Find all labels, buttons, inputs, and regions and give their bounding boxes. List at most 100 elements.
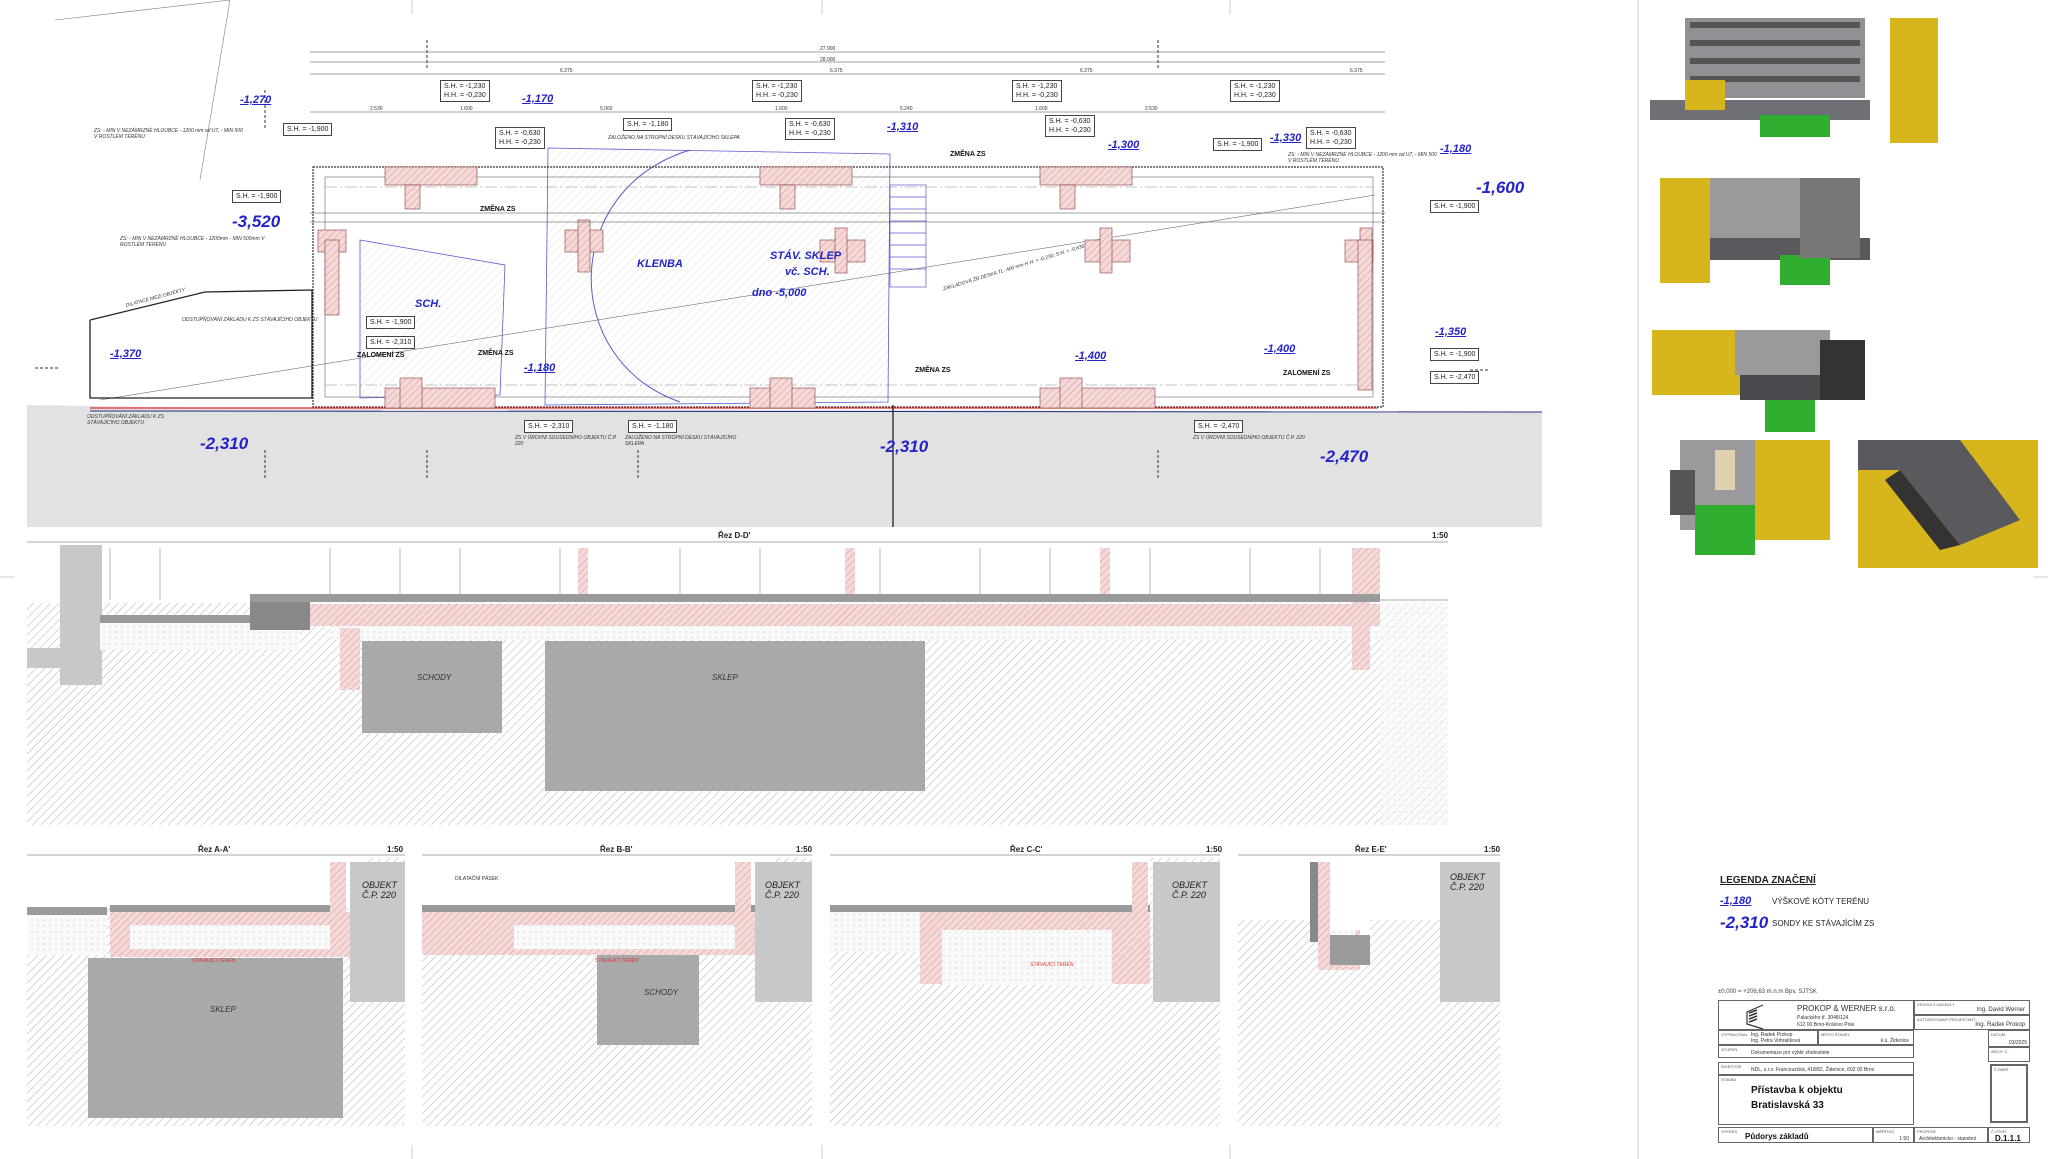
overall-dimension: 27.900 bbox=[820, 46, 836, 52]
bay-dimension: 6.375 bbox=[560, 68, 573, 74]
footing-pads bbox=[317, 166, 1374, 409]
section-bb-drawing bbox=[422, 854, 812, 1126]
section-dd-scale: 1:50 bbox=[1432, 531, 1449, 540]
level-box-line: S.H. = -1,180 bbox=[627, 121, 669, 128]
terrain-level: -1,270 bbox=[240, 94, 272, 106]
datum-note: ±0,000 = +206,63 m.n.m Bpv, SJTSK bbox=[1718, 989, 1817, 995]
terrain-level: -1,370 bbox=[110, 348, 142, 360]
level-box: S.H. = -1,900 bbox=[1430, 348, 1480, 361]
existing-cellar-area bbox=[544, 147, 891, 406]
terrain-level: -1,400 bbox=[1264, 343, 1296, 355]
terrain-level: -1,350 bbox=[1435, 326, 1467, 338]
probe-level: -2,310 bbox=[880, 437, 929, 456]
designer-label: AUTORIZOVANÝ PROJEKTANT bbox=[1917, 1017, 1976, 1022]
overall-dimension: 28.000 bbox=[820, 57, 836, 63]
level-box-line: S.H. = -1,900 bbox=[370, 319, 412, 326]
section-dd-label: SCHODY bbox=[417, 673, 452, 682]
foundation-change-label: ZMĚNA ZS bbox=[478, 350, 514, 357]
section-cc-object: OBJEKT Č.P. 220 bbox=[1172, 880, 1208, 900]
terrain-level: -1,310 bbox=[887, 121, 919, 133]
level-box: S.H. = -1,180 bbox=[623, 118, 673, 131]
level-box-line: S.H. = -2,470 bbox=[1198, 423, 1240, 430]
level-box: S.H. = -2,310 bbox=[366, 336, 416, 349]
foundation-change-label: ZMĚNA ZS bbox=[950, 151, 986, 158]
room-label: SCH. bbox=[415, 298, 442, 310]
lead-label: VEDOUCÍ ZAKÁZKY bbox=[1917, 1002, 1955, 1007]
level-box-line: H.H. = -0,230 bbox=[499, 139, 541, 146]
legend-probe-symbol: -2,310 bbox=[1720, 913, 1769, 932]
middle-dimension: 2.530 bbox=[1145, 106, 1158, 112]
middle-dimension: 5.060 bbox=[600, 106, 613, 112]
level-box-line: S.H. = -1,900 bbox=[287, 126, 329, 133]
level-box-line: H.H. = -0,230 bbox=[1234, 92, 1276, 99]
section-cc-scale: 1:50 bbox=[1206, 845, 1223, 854]
plan-note: ZS V ÚROVNI SOUSEDNÍHO OBJEKTU Č.P. 220 bbox=[515, 435, 617, 447]
prepared-by-2: Ing. Petra Vohralíková bbox=[1751, 1038, 1801, 1044]
project-label: STAVBA bbox=[1721, 1077, 1737, 1082]
foundation-plan bbox=[27, 0, 1543, 527]
plan-note: ZALOŽENO NA STROPNÍ DESKU STÁVAJÍCÍHO SK… bbox=[608, 135, 740, 141]
drawing-label: VÝKRES bbox=[1721, 1129, 1738, 1134]
bay-dimension: 6.375 bbox=[830, 68, 843, 74]
drawing-number: D.1.1.1 bbox=[1995, 1134, 2021, 1143]
level-box: S.H. = -1,900 bbox=[1213, 138, 1263, 151]
room-label: STÁV. SKLEP bbox=[770, 250, 842, 262]
stage: Dokumentace pro výběr zhotovitele bbox=[1751, 1050, 1830, 1056]
date: 03/2025 bbox=[2008, 1040, 2027, 1046]
terrain-level: -1,180 bbox=[1440, 143, 1472, 155]
terrain-level: -1,400 bbox=[1075, 350, 1107, 362]
middle-dimension: 1.600 bbox=[775, 106, 788, 112]
level-box: S.H. = -1,900 bbox=[232, 190, 282, 203]
middle-dimension: 1.600 bbox=[1035, 106, 1048, 112]
section-cc-drawing bbox=[830, 854, 1220, 1126]
title-block: PROKOP & WERNER s.r.o. Palackého tř. 304… bbox=[1718, 1000, 2030, 1143]
level-box-line: S.H. = -0,630 bbox=[1049, 118, 1091, 125]
foundation-change-label: ZALOMENÍ ZS bbox=[1283, 370, 1331, 377]
company-name: PROKOP & WERNER s.r.o. bbox=[1797, 1004, 1896, 1013]
legend: LEGENDA ZNAČENÍ -1,180 VÝŠKOVÉ KÓTY TERÉ… bbox=[1720, 875, 1874, 933]
legend-terrain-text: VÝŠKOVÉ KÓTY TERÉNU bbox=[1772, 896, 1870, 906]
room-label: dno -5,000 bbox=[752, 287, 807, 299]
profession-label: PROFESE bbox=[1917, 1129, 1937, 1134]
level-box: S.H. = -1,900 bbox=[1430, 200, 1480, 213]
project-name-2: Bratislavská 33 bbox=[1751, 1100, 1824, 1111]
level-box-line: S.H. = -0,630 bbox=[1310, 130, 1352, 137]
prepared-label: VYPRACOVAL bbox=[1721, 1032, 1748, 1037]
company-address-1: Palackého tř. 3048/124 bbox=[1797, 1015, 1849, 1021]
middle-dimension: 5.240 bbox=[900, 106, 913, 112]
scale: 1:50 bbox=[1899, 1136, 1909, 1142]
level-box: S.H. = -1,900 bbox=[283, 123, 333, 136]
level-box-line: H.H. = -0,230 bbox=[1016, 92, 1058, 99]
level-box-line: S.H. = -1,900 bbox=[1217, 141, 1259, 148]
legend-title: LEGENDA ZNAČENÍ bbox=[1720, 875, 1816, 886]
level-box-line: S.H. = -1,230 bbox=[1016, 83, 1058, 90]
section-bb-scale: 1:50 bbox=[796, 845, 813, 854]
legend-probe-text: SONDY KE STÁVAJÍCÍM ZS bbox=[1772, 918, 1875, 928]
section-bb-object: OBJEKT Č.P. 220 bbox=[765, 880, 801, 900]
plan-note: ZALOŽENO NA STROPNÍ DESKU STÁVAJÍCÍHO SK… bbox=[625, 435, 737, 447]
plan-note: ZS V ÚROVNI SOUSEDNÍHO OBJEKTU Č.P. 220 bbox=[1193, 435, 1305, 441]
room-label: KLENBA bbox=[637, 258, 683, 270]
company-logo-icon bbox=[1746, 1004, 1764, 1030]
level-box-line: S.H. = -1,900 bbox=[1434, 351, 1476, 358]
terrain-level: -1,330 bbox=[1270, 132, 1302, 144]
level-box-line: H.H. = -0,230 bbox=[756, 92, 798, 99]
foundation-change-label: ZMĚNA ZS bbox=[480, 206, 516, 213]
section-dd-label: SKLEP bbox=[712, 673, 738, 682]
level-box-line: H.H. = -0,230 bbox=[789, 130, 831, 137]
level-box-line: H.H. = -0,230 bbox=[1049, 127, 1091, 134]
section-aa-label: SKLEP bbox=[210, 1005, 236, 1014]
section-dd-stairs-void bbox=[362, 641, 502, 733]
level-box-line: S.H. = -1,900 bbox=[236, 193, 278, 200]
probe-level: -3,520 bbox=[232, 212, 281, 231]
middle-dimension: 1.600 bbox=[460, 106, 473, 112]
level-box: S.H. = -1,180 bbox=[628, 420, 678, 433]
probe-level: -2,310 bbox=[200, 434, 249, 453]
foundation-change-label: ZALOMENÍ ZS bbox=[357, 352, 405, 359]
